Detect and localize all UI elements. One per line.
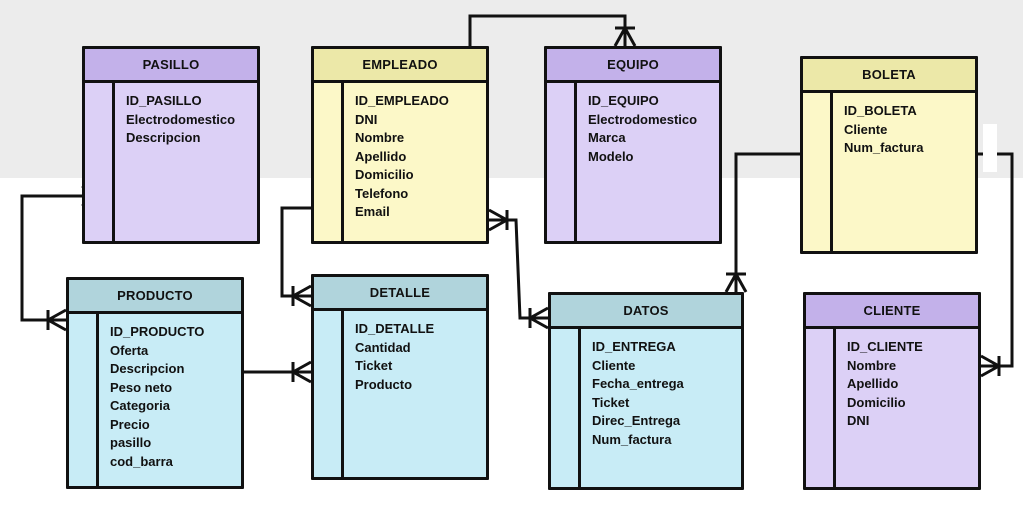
entity-title: PASILLO	[85, 49, 257, 83]
field-empleado-5: Telefono	[355, 185, 409, 201]
field-empleado-3: Apellido	[355, 148, 407, 164]
field-empleado-1: DNI	[355, 111, 378, 127]
field-detalle-1: Cantidad	[355, 339, 411, 355]
key-column-divider	[341, 311, 344, 477]
field-cliente-4: DNI	[847, 413, 870, 428]
key-column-divider	[574, 83, 577, 241]
link-producto-pasillo-crowfoot-2	[46, 308, 67, 332]
field-cliente-3: Domicilio	[847, 394, 906, 410]
field-pasillo-0: ID_PASILLO	[126, 93, 202, 108]
field-cliente-0: ID_CLIENTE	[847, 339, 923, 354]
field-empleado-4: Domicilio	[355, 167, 414, 182]
entity-title: BOLETA	[803, 59, 975, 93]
field-producto-2: Descripcion	[110, 361, 185, 376]
entity-title: EQUIPO	[547, 49, 719, 83]
field-empleado-0: ID_EMPLEADO	[355, 93, 449, 108]
link-boleta-cliente	[978, 152, 1014, 368]
field-producto-3: Peso neto	[110, 379, 173, 395]
link-empleado-datos-crowfoot-2	[528, 306, 549, 330]
link-detalle-empleado-crowfoot	[291, 284, 312, 308]
entity-title: DETALLE	[314, 277, 486, 311]
field-boleta-2: Num_factura	[844, 140, 924, 155]
field-datos-4: Direc_Entrega	[592, 413, 681, 428]
edge-marker	[983, 124, 997, 172]
field-detalle-3: Producto	[355, 376, 413, 392]
entity-title: CLIENTE	[806, 295, 978, 329]
field-datos-5: Num_factura	[592, 431, 672, 447]
link-empleado-datos-crowfoot	[488, 208, 509, 232]
field-datos-3: Ticket	[592, 394, 630, 410]
field-empleado-2: Nombre	[355, 130, 405, 145]
field-equipo-3: Modelo	[588, 148, 634, 164]
key-column-divider	[578, 329, 581, 487]
key-column-divider	[830, 93, 833, 251]
link-empleado-datos	[489, 218, 548, 320]
field-equipo-2: Marca	[588, 130, 626, 145]
key-column-divider	[341, 83, 344, 241]
field-detalle-2: Ticket	[355, 358, 393, 373]
field-producto-6: pasillo	[110, 435, 152, 450]
field-boleta-0: ID_BOLETA	[844, 103, 917, 118]
key-column-divider	[833, 329, 836, 487]
link-boleta-cliente-crowfoot	[980, 354, 1001, 378]
link-empleado-equipo	[468, 14, 627, 46]
entity-title: PRODUCTO	[69, 280, 241, 314]
link-producto-detalle-crowfoot	[291, 360, 312, 384]
field-datos-0: ID_ENTREGA	[592, 339, 676, 354]
link-boleta-datos-crowfoot	[724, 272, 748, 293]
field-equipo-0: ID_EQUIPO	[588, 93, 659, 108]
entity-title: EMPLEADO	[314, 49, 486, 83]
field-producto-5: Precio	[110, 416, 150, 432]
link-boleta-datos	[734, 152, 800, 292]
link-producto-pasillo	[20, 194, 82, 322]
field-equipo-1: Electrodomestico	[588, 111, 698, 127]
field-detalle-0: ID_DETALLE	[355, 321, 435, 336]
link-detalle-empleado	[280, 206, 311, 298]
field-producto-4: Categoria	[110, 398, 170, 413]
field-pasillo-1: Electrodomestico	[126, 111, 236, 127]
field-producto-1: Oferta	[110, 342, 149, 358]
field-boleta-1: Cliente	[844, 121, 888, 137]
field-producto-7: cod_barra	[110, 453, 173, 469]
field-datos-2: Fecha_entrega	[592, 376, 684, 391]
link-empleado-equipo-crowfoot	[613, 26, 637, 47]
entity-title: DATOS	[551, 295, 741, 329]
key-column-divider	[112, 83, 115, 241]
field-pasillo-2: Descripcion	[126, 130, 201, 145]
field-cliente-2: Apellido	[847, 376, 899, 391]
field-empleado-6: Email	[355, 204, 390, 219]
key-column-divider	[96, 314, 99, 486]
field-datos-1: Cliente	[592, 357, 636, 373]
field-producto-0: ID_PRODUCTO	[110, 324, 205, 339]
field-cliente-1: Nombre	[847, 357, 897, 373]
